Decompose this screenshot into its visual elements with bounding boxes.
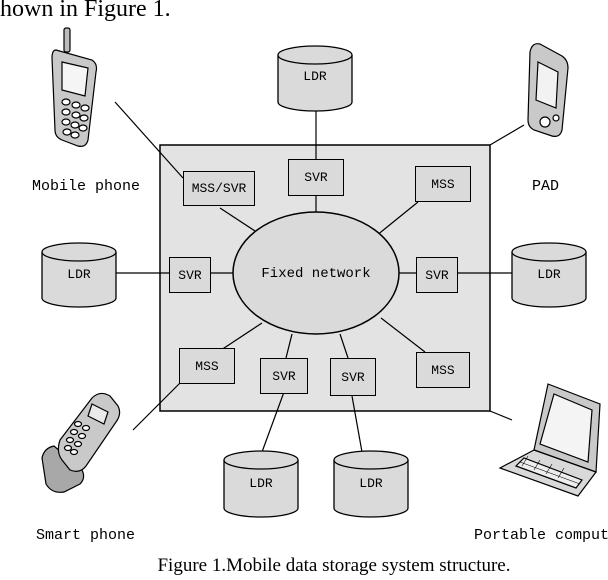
- connector-lines: [114, 101, 525, 453]
- svr-top-node: SVR: [288, 159, 344, 196]
- smart-phone-icon: [41, 392, 121, 493]
- pad-label: PAD: [532, 178, 560, 195]
- mss-top-right-node: MSS: [415, 166, 471, 202]
- svr-bottom-2-node: SVR: [330, 358, 376, 396]
- ldr-left-label: LDR: [67, 267, 91, 282]
- ldr-cylinder-top: [277, 45, 353, 112]
- mss-svr-node: MSS/SVR: [183, 171, 255, 206]
- smart-phone-label: Smart phone: [36, 527, 136, 544]
- mobile-phone-label: Mobile phone: [32, 178, 141, 195]
- svr-right-node: SVR: [416, 257, 458, 293]
- svr-bottom-1-node: SVR: [260, 358, 308, 394]
- ldr-cylinder-bottom-2: [333, 450, 409, 518]
- svr-left-node: SVR: [169, 257, 211, 293]
- ldr-cylinder-bottom-1: [223, 450, 299, 518]
- mss-bottom-right-node: MSS: [416, 352, 470, 388]
- ldr-cylinder-right: [511, 242, 587, 308]
- portable-computer-label: Portable computer: [474, 527, 608, 544]
- mss-bottom-left-node: MSS: [179, 348, 235, 384]
- fixed-network-label: Fixed network: [261, 266, 371, 282]
- ldr-right-label: LDR: [537, 267, 561, 282]
- laptop-icon: [498, 383, 601, 497]
- mobile-phone-icon: [51, 27, 98, 147]
- ldr-bottom-2-label: LDR: [359, 476, 383, 491]
- figure-caption: Figure 1.Mobile data storage system stru…: [157, 555, 511, 576]
- body-text-fragment: hown in Figure 1.: [0, 0, 171, 22]
- fixed-network-ellipse: [232, 211, 400, 335]
- ldr-top-label: LDR: [303, 69, 327, 84]
- pad-icon: [527, 43, 569, 137]
- ldr-bottom-1-label: LDR: [249, 476, 273, 491]
- ldr-cylinder-left: [41, 242, 117, 308]
